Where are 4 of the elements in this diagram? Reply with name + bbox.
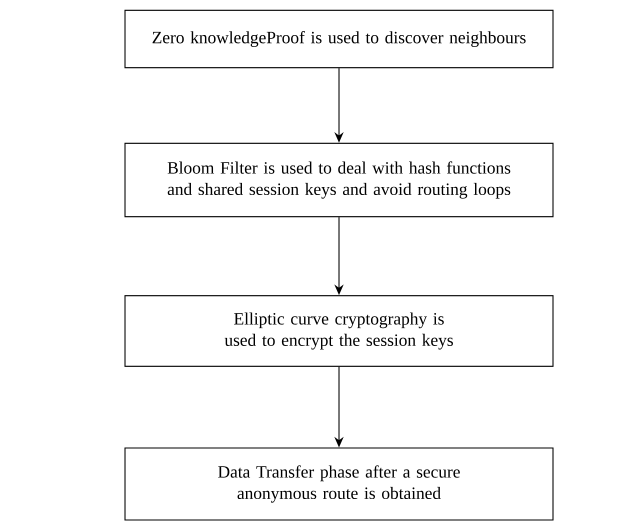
process-box: Elliptic curve cryptography is used to encrypt the session keys — [124, 295, 554, 367]
process-box: Zero knowledgeProof is used to discover neighbours — [124, 10, 554, 68]
process-box: Bloom Filter is used to deal with hash functions and shared session keys and avoid routing loops — [124, 142, 554, 218]
process-box: Data Transfer phase after a secure anonymous route is obtained — [124, 447, 554, 521]
